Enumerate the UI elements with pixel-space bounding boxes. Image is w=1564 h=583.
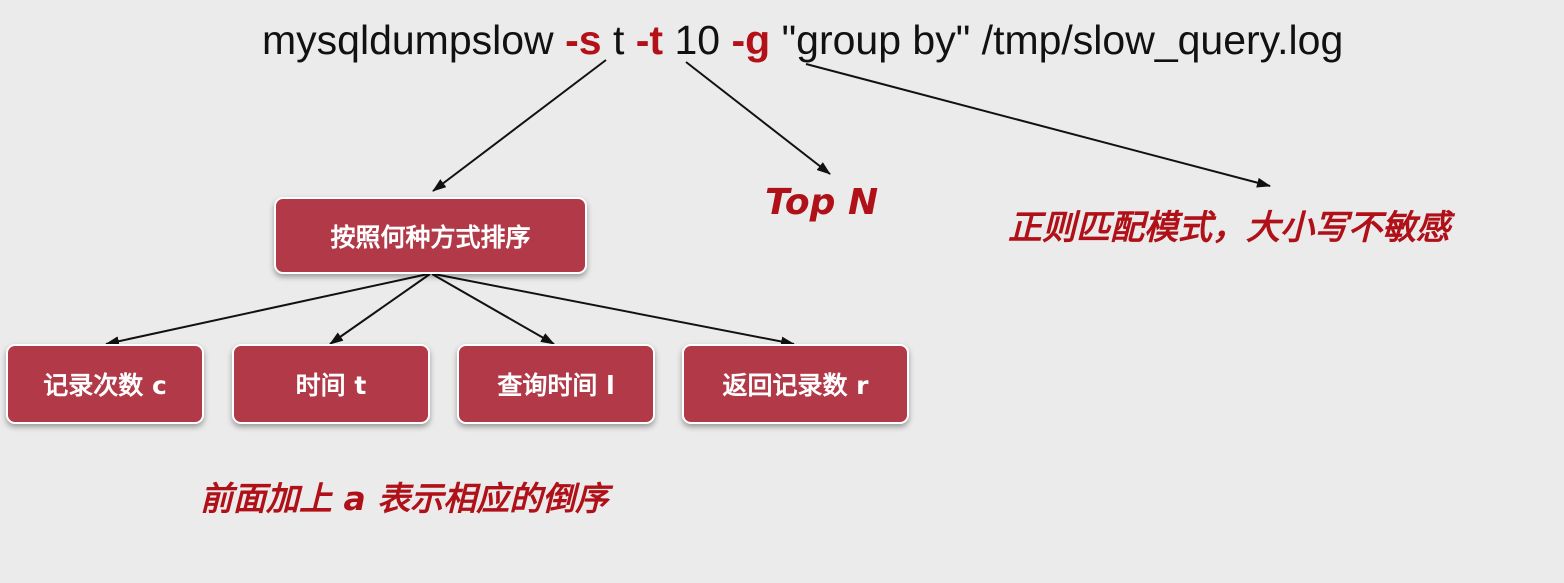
top-flag: -t <box>635 17 664 63</box>
reverse-order-note: 前面加上 a 表示相应的倒序 <box>200 479 609 518</box>
arrow-sort-box-to-option-count <box>105 273 429 347</box>
sort-option-count: 记录次数 c <box>6 344 204 424</box>
sort-method-label: 按照何种方式排序 <box>330 222 531 252</box>
sort-flag: -s <box>565 17 602 63</box>
arrow-grep-flag-to-regex-note <box>805 63 1271 188</box>
sort-option-rows-label: 返回记录数 r <box>722 371 869 400</box>
sort-value: t <box>612 17 625 63</box>
sort-option-count-label: 记录次数 c <box>43 371 167 400</box>
grep-flag: -g <box>731 17 771 63</box>
sort-option-query-time-label: 查询时间 l <box>497 371 615 400</box>
log-path: /tmp/slow_query.log <box>981 17 1344 63</box>
command-line: mysqldumpslow -s t -t 10 -g "group by" /… <box>262 12 1343 68</box>
arrow-sort-box-to-option-rows <box>433 273 795 347</box>
command-program: mysqldumpslow <box>262 17 554 63</box>
sort-option-query-time: 查询时间 l <box>457 344 655 424</box>
sort-option-time-label: 时间 t <box>295 371 367 400</box>
arrow-sort-box-to-option-query-time <box>431 273 555 345</box>
regex-note: 正则匹配模式，大小写不敏感 <box>1008 208 1450 248</box>
arrow-sort-box-to-option-time <box>329 273 431 345</box>
top-value: 10 <box>674 17 721 63</box>
sort-option-time: 时间 t <box>232 344 430 424</box>
sort-method-box: 按照何种方式排序 <box>274 197 587 274</box>
top-n-note: Top N <box>765 182 879 223</box>
arrow-top-flag-to-top-n <box>685 61 831 175</box>
arrow-sort-flag-to-sort-box <box>432 59 607 192</box>
grep-value: "group by" <box>781 17 971 63</box>
sort-option-rows: 返回记录数 r <box>682 344 909 424</box>
